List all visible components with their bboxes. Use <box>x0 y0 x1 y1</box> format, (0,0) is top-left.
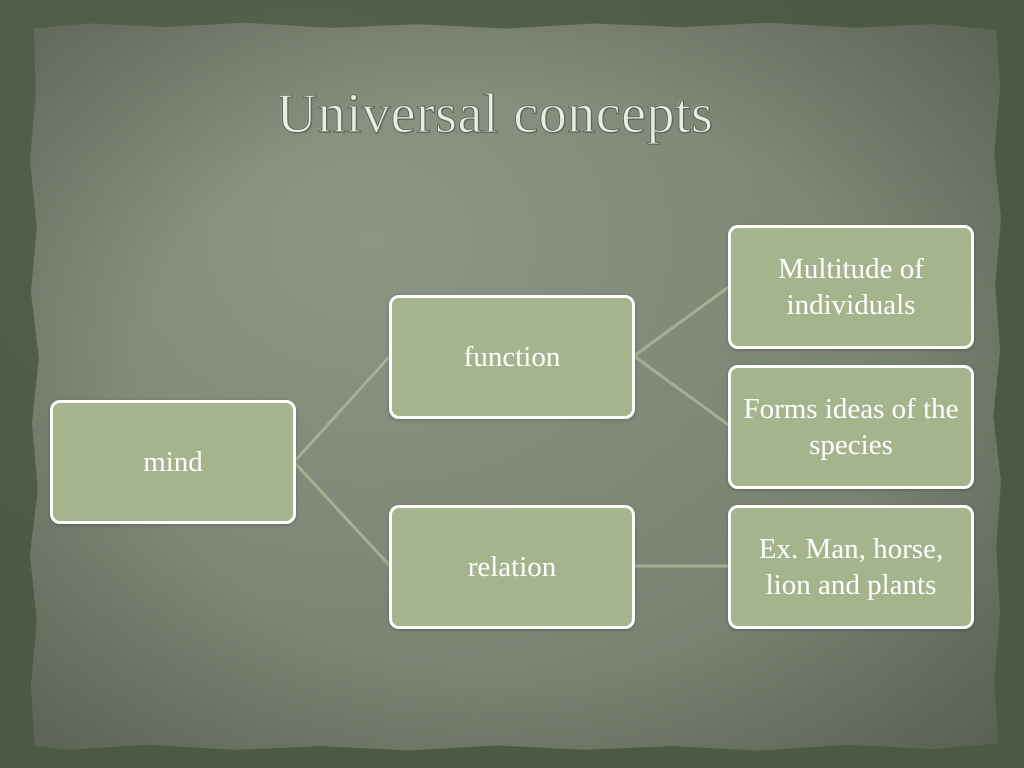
connector-function-forms <box>633 354 731 428</box>
node-multitude-label: Multitude of individuals <box>778 253 924 321</box>
node-forms-ideas-label: Forms ideas of the species <box>743 393 959 461</box>
connector-mind-relation <box>292 460 392 568</box>
node-relation-label: relation <box>467 551 557 583</box>
node-mind: mind <box>50 400 296 524</box>
slide-title: Universal concepts <box>276 83 714 146</box>
connector-mind-function <box>292 354 392 464</box>
node-forms-ideas-of-species: Forms ideas of the species <box>728 365 974 489</box>
node-multitude-of-individuals: Multitude of individuals <box>728 225 974 349</box>
node-relation: relation <box>389 505 635 629</box>
connector-function-multitude <box>633 284 731 358</box>
node-example-man-horse-lion-plants: Ex. Man, horse, lion and plants <box>728 505 974 629</box>
node-function-label: function <box>463 341 561 373</box>
node-mind-label: mind <box>143 446 203 478</box>
node-example-label: Ex. Man, horse, lion and plants <box>758 533 944 601</box>
node-function: function <box>389 295 635 419</box>
